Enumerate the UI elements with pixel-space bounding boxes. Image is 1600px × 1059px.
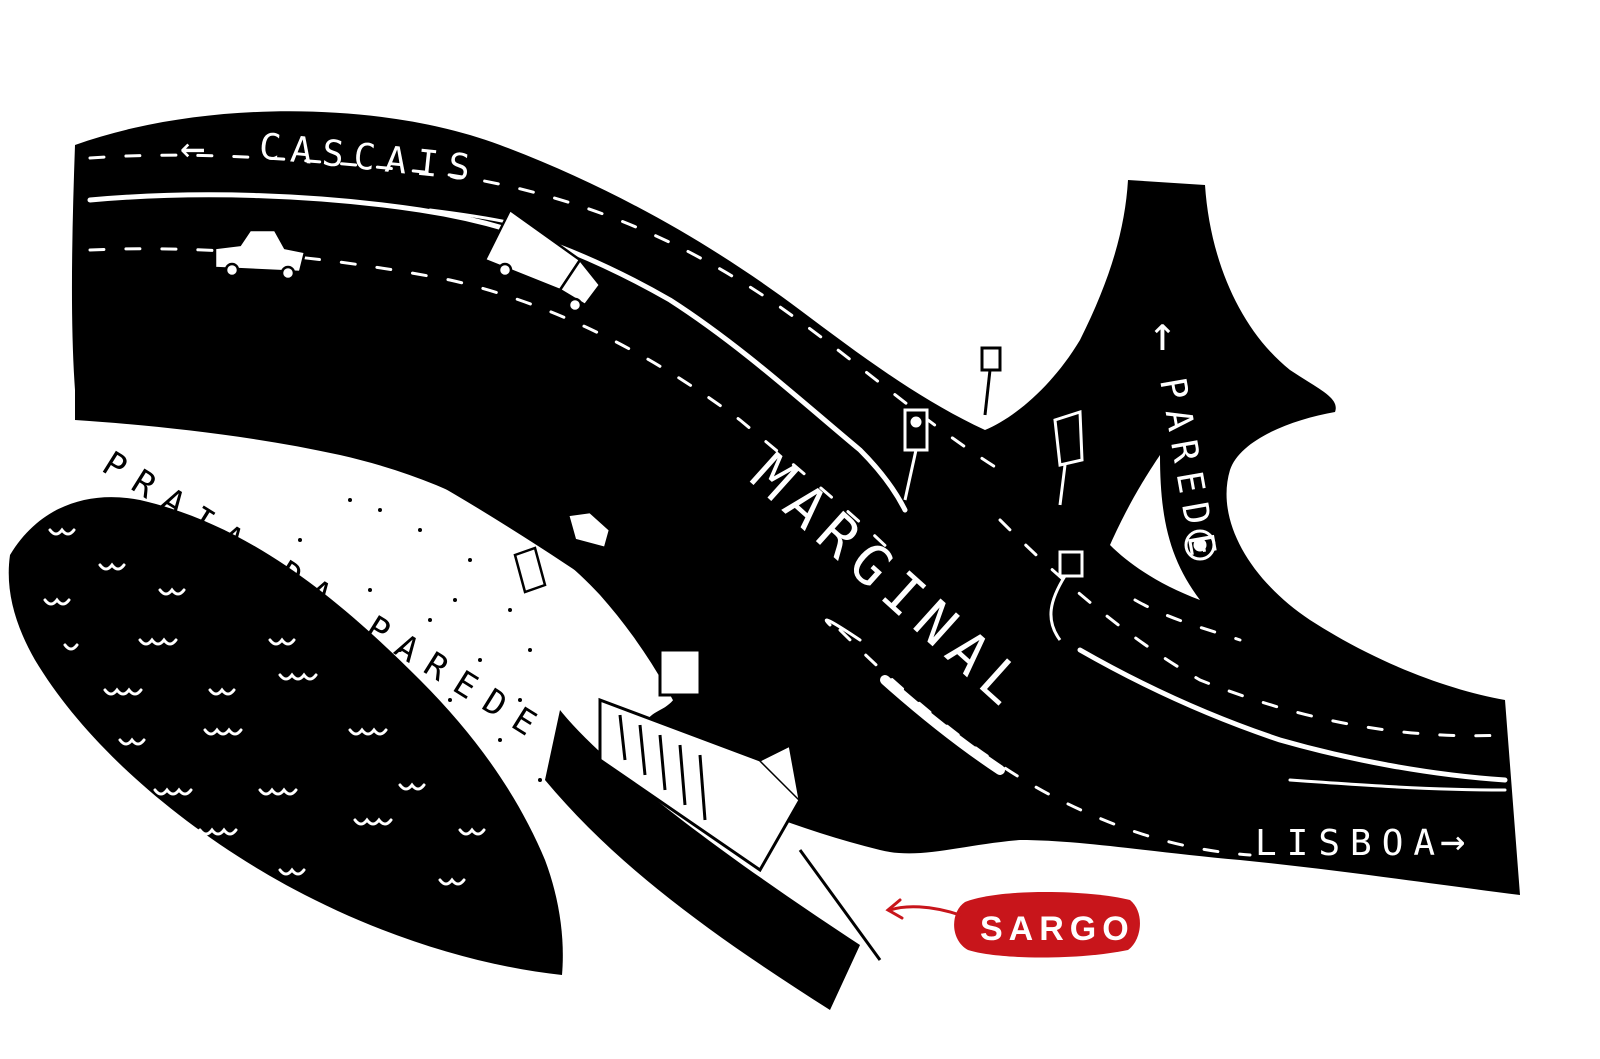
lisboa-label: LISBOA: [1255, 823, 1445, 864]
lane-lines: [87, 192, 1508, 792]
boat-icon: [545, 648, 882, 1010]
marginal-road: [71, 111, 1521, 895]
wave-icon: [43, 527, 486, 886]
traffic-light-icon: [903, 408, 929, 501]
sargo-label: SARGO: [980, 910, 1135, 948]
truck-icon: [483, 208, 602, 313]
traffic-light-icon: [1049, 550, 1084, 641]
cascais-arrow: ←: [180, 123, 215, 172]
target-icon: [1184, 529, 1216, 561]
road-sign-icon: [980, 346, 1002, 416]
car-icon: [566, 510, 612, 550]
car-icon: [213, 228, 307, 281]
sargo-badge[interactable]: SARGO: [954, 892, 1140, 958]
parede-arrow: ↑: [1148, 306, 1187, 362]
bin-icon: [513, 546, 547, 594]
pointer-arrow: [885, 898, 962, 920]
parede-median: [1110, 455, 1200, 600]
sea-area: [8, 497, 563, 975]
lisboa-arrow: →: [1440, 816, 1475, 865]
road-sign-icon: [1053, 409, 1084, 506]
